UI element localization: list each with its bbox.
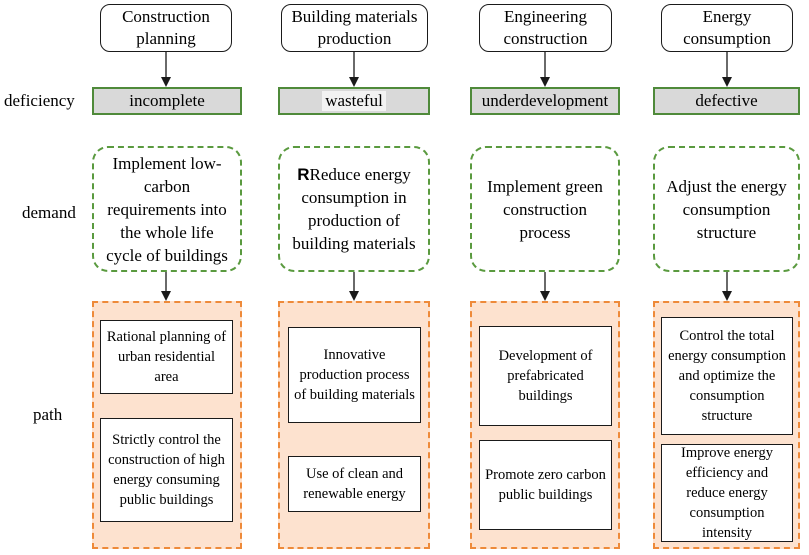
- deficiency-label: wasteful: [322, 91, 386, 111]
- demand-prefix: R: [297, 165, 310, 184]
- path-item-improve-energy-efficiency: Improve energy efficiency and reduce ene…: [661, 444, 793, 542]
- path-item-urban-residential-planning: Rational planning of urban residential a…: [100, 320, 233, 394]
- row-label-demand: demand: [22, 203, 76, 222]
- header-engineering-construction: Engineering construction: [479, 4, 612, 52]
- header-building-materials-production: Building materials production: [281, 4, 428, 52]
- row-label-deficiency: deficiency: [4, 91, 75, 110]
- demand-text: RReduce energy consumption in production…: [288, 163, 420, 255]
- row-label-path: path: [33, 405, 63, 424]
- deficiency-engineering-construction: underdevelopment: [470, 87, 620, 115]
- deficiency-construction-planning: incomplete: [92, 87, 242, 115]
- path-item-prefabricated-buildings: Development of prefabricated buildings: [479, 326, 612, 426]
- path-item-innovative-production: Innovative production process of buildin…: [288, 327, 421, 423]
- deficiency-energy-consumption: defective: [653, 87, 800, 115]
- header-construction-planning: Construction planning: [100, 4, 232, 52]
- demand-building-materials-production: RReduce energy consumption in production…: [278, 146, 430, 272]
- demand-body: Reduce energy consumption in production …: [292, 165, 416, 253]
- path-item-clean-renewable-energy: Use of clean and renewable energy: [288, 456, 421, 512]
- demand-energy-consumption: Adjust the energy consumption structure: [653, 146, 800, 272]
- path-item-zero-carbon-public-buildings: Promote zero carbon public buildings: [479, 440, 612, 530]
- header-energy-consumption: Energy consumption: [661, 4, 793, 52]
- demand-engineering-construction: Implement green construction process: [470, 146, 620, 272]
- deficiency-building-materials-production: wasteful: [278, 87, 430, 115]
- path-item-control-total-energy: Control the total energy consumption and…: [661, 317, 793, 435]
- demand-construction-planning: Implement low-carbon requirements into t…: [92, 146, 242, 272]
- path-item-control-public-buildings: Strictly control the construction of hig…: [100, 418, 233, 522]
